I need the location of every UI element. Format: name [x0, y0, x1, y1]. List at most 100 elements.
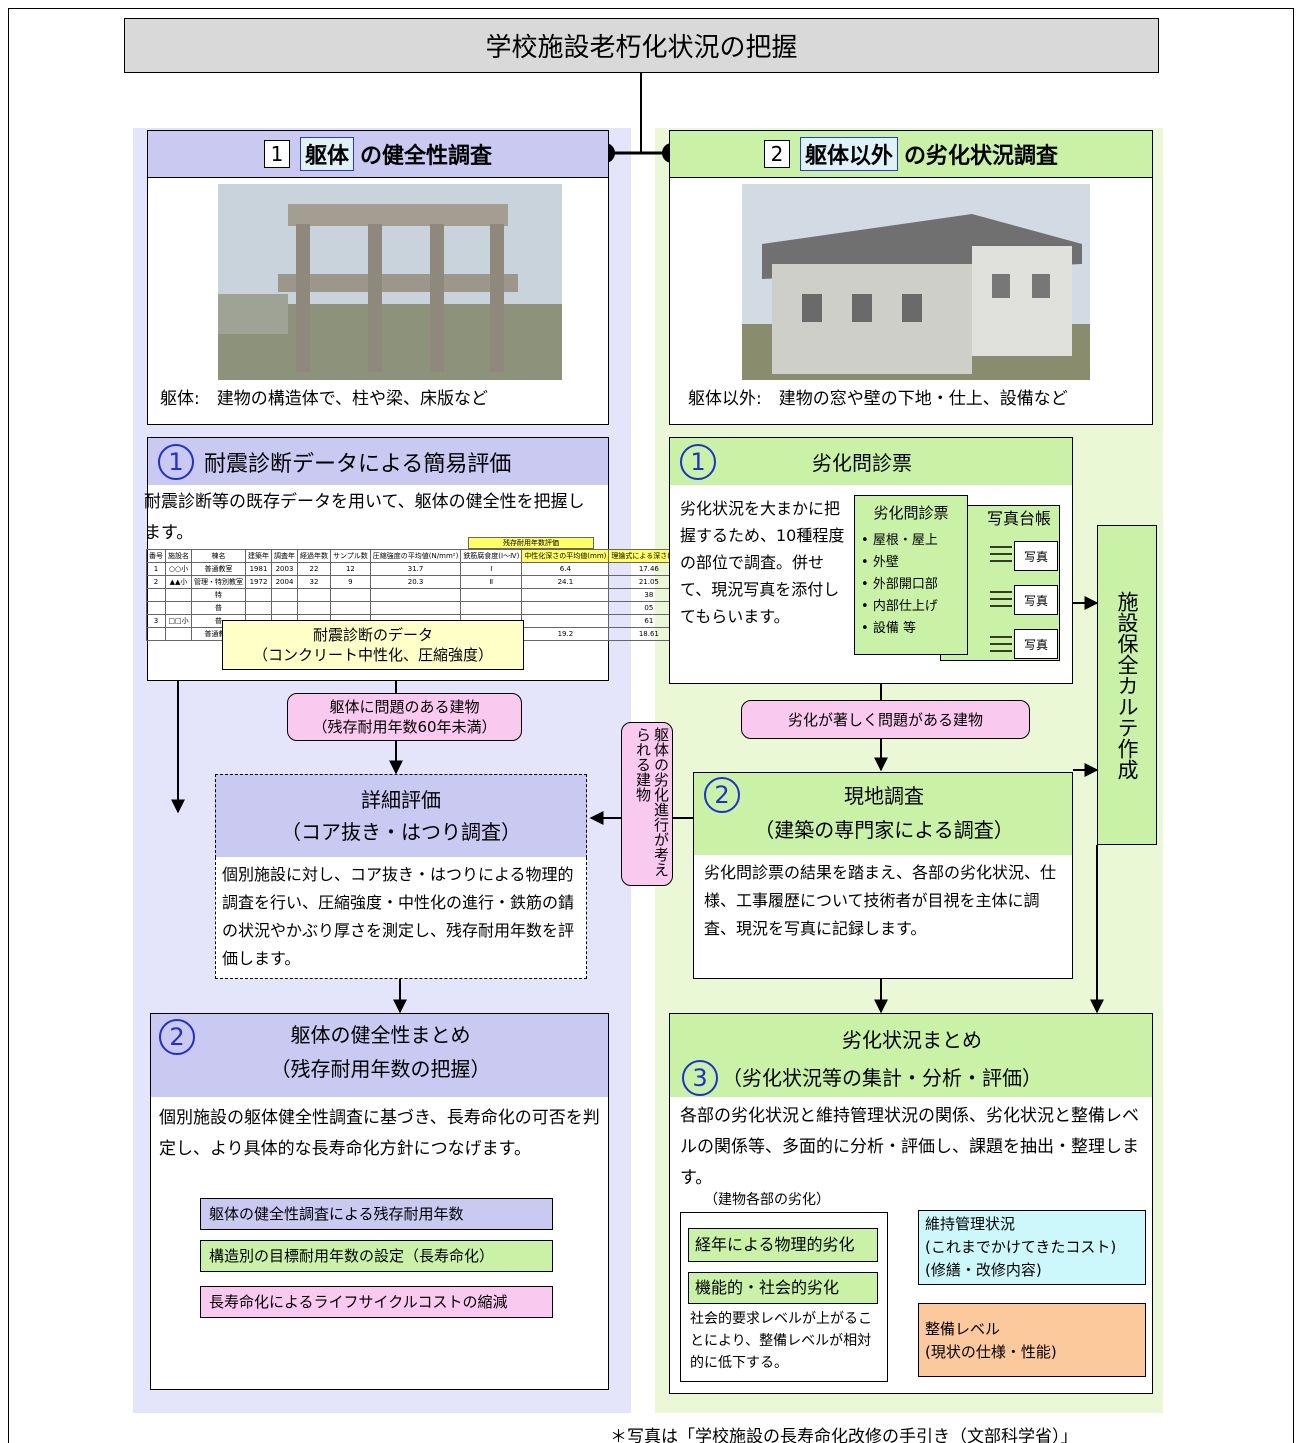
photo-lines-icon [990, 546, 1012, 652]
table-row: 特38築60未満 [146, 588, 758, 602]
page-title: 学校施設老朽化状況の把握 [124, 18, 1159, 73]
tree-item-target-years: 構造別の目標耐用年数の設定（長寿命化） [200, 1240, 553, 1272]
maintenance-box: 維持管理状況 (これまでかけてきたコスト) (修繕・改修内容) [918, 1210, 1146, 1285]
left-step2-desc: 個別施設の躯体健全性調査に基づき、長寿命化の可否を判定し、より具体的な長寿命化方… [159, 1108, 600, 1159]
table-cell: ▲▲小 [165, 575, 192, 589]
level-spec: (現状の仕様・性能) [925, 1343, 1057, 1361]
inspection-form-item: • 外部開口部 [861, 577, 938, 592]
right-photo-caption: 躯体以外: 建物の窓や壁の下地・仕上、設備など [688, 389, 1068, 409]
right-photo-box: 躯体以外: 建物の窓や壁の下地・仕上、設備など [669, 177, 1153, 425]
right-condition-pill: 劣化が著しく問題がある建物 [741, 700, 1030, 739]
table-cell [146, 627, 166, 641]
table-cell: 22 [297, 562, 331, 576]
table-cell [460, 601, 523, 615]
right-header-rest: の劣化状況調査 [904, 144, 1059, 169]
right-step1-number: 1 [680, 443, 716, 480]
left-step2-header: 2 躯体の健全性まとめ （残存耐用年数の把握） [150, 1013, 609, 1098]
left-step1-title: 耐震診断データによる簡易評価 [204, 451, 512, 477]
right-step3-desc: 各部の劣化状況と維持管理状況の関係、劣化状況と整備レベルの関係等、多面的に分析・… [680, 1106, 1139, 1188]
table-cell: 普 [191, 601, 246, 615]
tree-item-lifecycle-cost: 長寿命化によるライフサイクルコストの縮減 [200, 1286, 553, 1318]
table-cell: 19.2 [521, 627, 610, 641]
left-step1-number: 1 [158, 443, 194, 480]
table-cell [297, 588, 331, 602]
table-cell: 1 [146, 562, 166, 576]
right-step2-title: 現地調査 [844, 784, 924, 808]
table-cell: Ⅱ [460, 575, 523, 589]
school-building-photo [742, 184, 1090, 380]
right-step1-header: 1 劣化問診票 [669, 437, 1073, 486]
table-cell [460, 588, 523, 602]
school-building-drawing [742, 184, 1090, 380]
table-header-cell: 調査年 [271, 549, 298, 563]
left-step1-desc: 耐震診断等の既存データを用いて、躯体の健全性を把握します。 [144, 492, 585, 543]
table-cell [165, 627, 192, 641]
inspection-form-item: • 外壁 [861, 555, 899, 570]
right-header: 2 躯体以外 の劣化状況調査 [669, 130, 1153, 178]
table-callout-line1: 耐震診断のデータ [312, 626, 433, 644]
left-pill-line1: 躯体に問題のある建物 [329, 698, 480, 716]
left-photo-caption: 躯体: 建物の構造体で、柱や梁、床版など [160, 389, 489, 409]
inspection-form-list: • 屋根・屋上• 外壁• 外部開口部• 内部仕上げ• 設備 等 [861, 530, 961, 640]
right-header-key: 躯体以外 [799, 137, 898, 171]
table-header-cell: 棟名 [191, 549, 246, 563]
table-cell: □□小 [165, 614, 192, 628]
photo-register-items: 写真 写真 写真 [988, 539, 1058, 659]
detail-eval-desc: 個別施設に対し、コア抜き・はつりによる物理的調査を行い、圧縮強度・中性化の進行・… [222, 865, 575, 968]
left-step1-body: 耐震診断等の既存データを用いて、躯体の健全性を把握します。 残存耐用年数評価 番… [144, 485, 758, 681]
photo-register-title: 写真台帳 [986, 509, 1051, 528]
table-header-cell: サンプル数 [330, 549, 371, 563]
maintenance-repairs: (修繕・改修内容) [925, 1261, 1042, 1279]
table-header-cell: 番号 [146, 549, 166, 563]
detail-eval-body: 個別施設に対し、コア抜き・はつりによる物理的調査を行い、圧縮強度・中性化の進行・… [215, 857, 587, 979]
table-cell [146, 601, 166, 615]
photo-slot-1: 写真 [1014, 541, 1058, 571]
table-cell [297, 601, 331, 615]
table-cell [521, 614, 610, 628]
table-header-cell: 建築年 [245, 549, 272, 563]
photo-slot-2: 写真 [1014, 585, 1058, 615]
table-cell: 2004 [271, 575, 298, 589]
table-header-row: 番号施設名棟名建築年調査年経過年数サンプル数圧縮強度の平均値(N/mm²)鉄筋腐… [146, 549, 758, 563]
maintenance-cost: (これまでかけてきたコスト) [925, 1238, 1117, 1256]
table-header-cell: 圧縮強度の平均値(N/mm²) [369, 549, 462, 563]
inspection-form-item-text: 設備 等 [872, 621, 916, 636]
frame-structure-drawing [218, 184, 562, 380]
right-step2-header: 2 現地調査 （建築の専門家による調査） [693, 772, 1073, 856]
inspection-form-item-text: 外部開口部 [872, 577, 938, 592]
level-title: 整備レベル [925, 1320, 1001, 1338]
inspection-form-title: 劣化問診票 [873, 504, 949, 522]
right-header-number: 2 [763, 140, 790, 168]
right-step2-subtitle: （建築の専門家による調査） [754, 818, 1014, 842]
inspection-form-item-text: 外壁 [872, 555, 899, 570]
tree-item-remaining-years: 躯体の健全性調査による残存耐用年数 [200, 1198, 553, 1230]
inspection-form-item: • 屋根・屋上 [861, 533, 938, 548]
right-pill-text: 劣化が著しく問題がある建物 [787, 710, 983, 729]
table-cell [521, 601, 610, 615]
karte-text: 施設保全カルテ作成 [1115, 590, 1139, 780]
table-cell: 特 [191, 588, 246, 602]
table-cell [165, 601, 192, 615]
table-cell: 12 [330, 562, 371, 576]
maintenance-title: 維持管理状況 [925, 1215, 1016, 1233]
left-photo-box: 躯体: 建物の構造体で、柱や梁、床版など [147, 177, 609, 425]
left-pill-line2: （残存耐用年数60年未満） [312, 718, 497, 736]
right-step3-title: 劣化状況まとめ [842, 1028, 982, 1052]
left-step2-number: 2 [159, 1019, 195, 1055]
left-header: 1 躯体 の健全性調査 [147, 130, 609, 178]
table-header-cell: 鉄筋腐食度(Ⅰ～Ⅳ) [460, 549, 523, 563]
vertical-condition-pill: 躯体の劣化進行が考えられる建物 [621, 722, 673, 886]
vertical-pill-text: 躯体の劣化進行が考えられる建物 [634, 727, 670, 877]
inspection-form: 劣化問診票 • 屋根・屋上• 外壁• 外部開口部• 内部仕上げ• 設備 等 [854, 495, 968, 655]
table-cell [521, 588, 610, 602]
right-step3-header: 劣化状況まとめ 3 （劣化状況等の集計・分析・評価） [669, 1013, 1153, 1098]
table-cell: 2003 [271, 562, 298, 576]
right-step1-title: 劣化問診票 [812, 451, 912, 475]
left-step1-header: 1 耐震診断データによる簡易評価 [147, 437, 609, 486]
table-cell [271, 601, 298, 615]
table-cell [271, 588, 298, 602]
detail-eval-header: 詳細評価 （コア抜き・はつり調査） [215, 774, 587, 858]
table-row: 2▲▲小管理・特別教室1972200432920.3Ⅱ24.121.05築60未… [146, 575, 758, 589]
table-header-cell: 経過年数 [297, 549, 331, 563]
